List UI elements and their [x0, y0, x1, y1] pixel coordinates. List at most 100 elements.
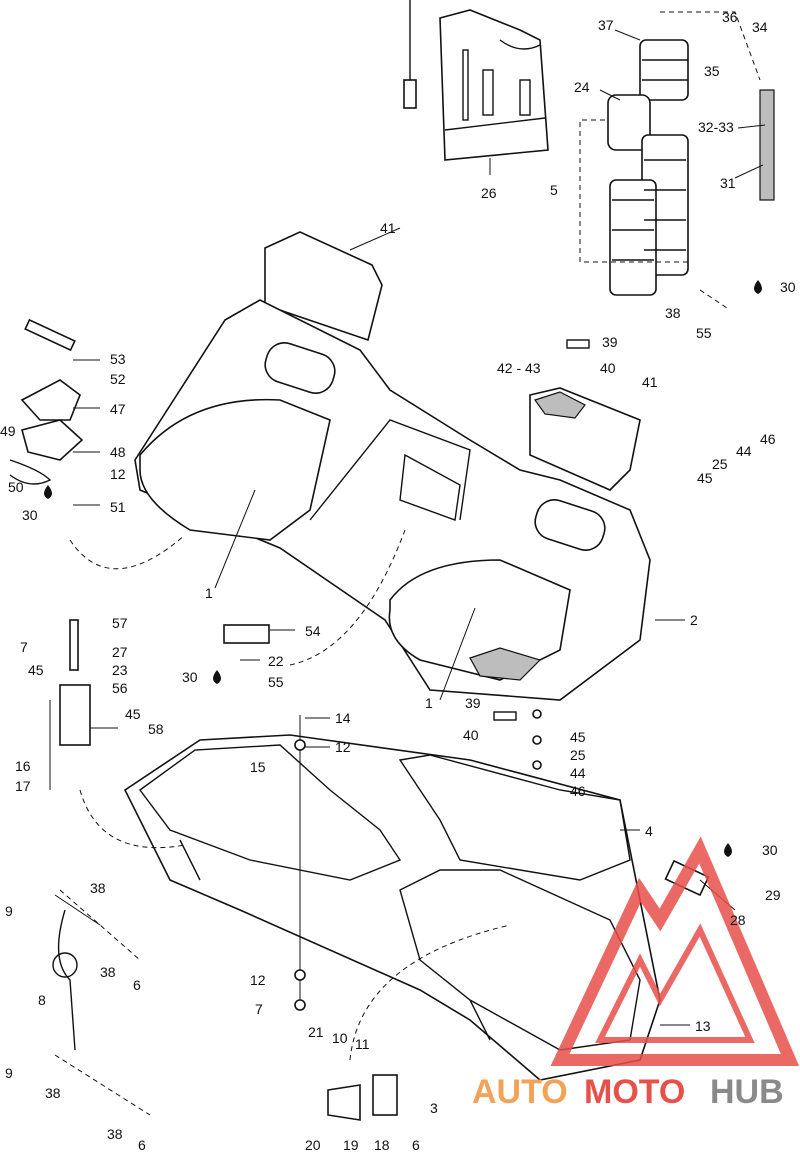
label-55-mid: 55 — [268, 674, 284, 690]
label-19: 19 — [343, 1137, 359, 1153]
label-6-top: 6 — [133, 977, 141, 993]
arrow-left-seat — [69, 534, 186, 570]
label-56: 56 — [112, 680, 128, 696]
watermark-logo — [550, 836, 800, 1066]
label-40-mid: 40 — [463, 727, 479, 743]
label-38-d: 38 — [107, 1126, 123, 1142]
seat-frame — [134, 299, 651, 701]
label-38-b: 38 — [100, 964, 116, 980]
label-26: 26 — [481, 185, 497, 201]
label-51: 51 — [110, 499, 126, 515]
label-48: 48 — [110, 444, 126, 460]
label-4: 4 — [645, 823, 653, 839]
watermark-moto: MOTO — [584, 1073, 685, 1111]
label-35: 35 — [704, 63, 720, 79]
dash-group-5 — [579, 119, 688, 263]
label-25-top: 25 — [712, 456, 728, 472]
label-38-top: 38 — [665, 305, 681, 321]
label-37: 37 — [598, 17, 614, 33]
dash-38-55 — [699, 289, 731, 311]
label-45-top: 45 — [697, 470, 713, 486]
watermark-auto: AUTO — [472, 1073, 568, 1111]
label-11: 11 — [355, 1036, 370, 1052]
label-44-right: 44 — [570, 765, 586, 781]
label-52: 52 — [110, 371, 126, 387]
label-46-right: 46 — [570, 783, 586, 799]
label-57: 57 — [112, 615, 128, 631]
label-7-bottom: 7 — [255, 1001, 263, 1017]
label-30-mid: 30 — [182, 669, 198, 685]
label-7-top: 7 — [20, 639, 28, 655]
oil-drop-icon — [44, 485, 52, 499]
watermark-hub: HUB — [710, 1073, 784, 1111]
label-49: 49 — [0, 423, 16, 439]
label-30-right: 30 — [762, 842, 778, 858]
label-47: 47 — [110, 401, 126, 417]
oil-drop-icon — [213, 670, 221, 684]
label-34: 34 — [752, 19, 768, 35]
label-36: 36 — [722, 9, 738, 25]
label-50: 50 — [8, 479, 24, 495]
label-53: 53 — [110, 351, 126, 367]
label-39-top: 39 — [602, 334, 618, 350]
label-45-left: 45 — [28, 662, 44, 678]
label-54: 54 — [305, 623, 321, 639]
label-58: 58 — [148, 721, 164, 737]
label-17: 17 — [15, 778, 31, 794]
label-24: 24 — [574, 79, 590, 95]
label-28: 28 — [730, 912, 746, 928]
label-25-right: 25 — [570, 747, 586, 763]
oil-drop-icon — [754, 280, 762, 294]
label-12-bottom: 12 — [250, 972, 266, 988]
label-40-top: 40 — [600, 360, 616, 376]
label-29: 29 — [765, 887, 781, 903]
label-9-top: 9 — [5, 903, 13, 919]
label-41-right: 41 — [642, 374, 658, 390]
tool-bag — [403, 0, 549, 161]
label-22: 22 — [268, 653, 284, 669]
label-1-right: 1 — [425, 695, 433, 711]
label-45-right: 45 — [570, 729, 586, 745]
label-9-bottom: 9 — [5, 1065, 13, 1081]
label-13: 13 — [695, 1018, 711, 1034]
dash-34-36 — [660, 11, 761, 81]
label-3: 3 — [430, 1100, 438, 1116]
label-1-left: 1 — [205, 585, 213, 601]
label-12-mid: 12 — [335, 739, 351, 755]
label-31: 31 — [720, 175, 736, 191]
label-42-43: 42 - 43 — [497, 360, 541, 376]
leader-lines — [54, 29, 766, 1026]
arrow-mid — [289, 529, 406, 666]
label-30-top: 30 — [780, 279, 796, 295]
label-38-c: 38 — [45, 1085, 61, 1101]
label-2: 2 — [690, 612, 698, 628]
label-45-mid: 45 — [125, 706, 141, 722]
label-15: 15 — [250, 759, 266, 775]
label-10: 10 — [332, 1030, 348, 1046]
part-labels: 36 34 37 35 24 32-33 31 5 26 41 30 38 55… — [0, 9, 796, 1153]
label-27: 27 — [112, 644, 128, 660]
label-46-top: 46 — [760, 431, 776, 447]
label-41-top: 41 — [380, 220, 396, 236]
storage-containers — [607, 39, 689, 296]
label-32-33: 32-33 — [698, 119, 734, 135]
strap — [759, 89, 775, 201]
label-14: 14 — [335, 710, 351, 726]
left-hardware — [9, 318, 306, 1051]
label-21: 21 — [308, 1024, 324, 1040]
label-16: 16 — [15, 758, 31, 774]
label-30-left: 30 — [22, 507, 38, 523]
label-38-a: 38 — [90, 880, 106, 896]
label-5: 5 — [550, 182, 558, 198]
label-6-bottom: 6 — [138, 1137, 146, 1153]
label-39-mid: 39 — [465, 695, 481, 711]
label-6-mid: 6 — [412, 1137, 420, 1153]
label-55-top: 55 — [696, 325, 712, 341]
label-18: 18 — [374, 1137, 390, 1153]
oil-drop-icon — [724, 843, 732, 857]
label-12-top: 12 — [110, 466, 126, 482]
label-8: 8 — [38, 992, 46, 1008]
label-20: 20 — [305, 1137, 321, 1153]
